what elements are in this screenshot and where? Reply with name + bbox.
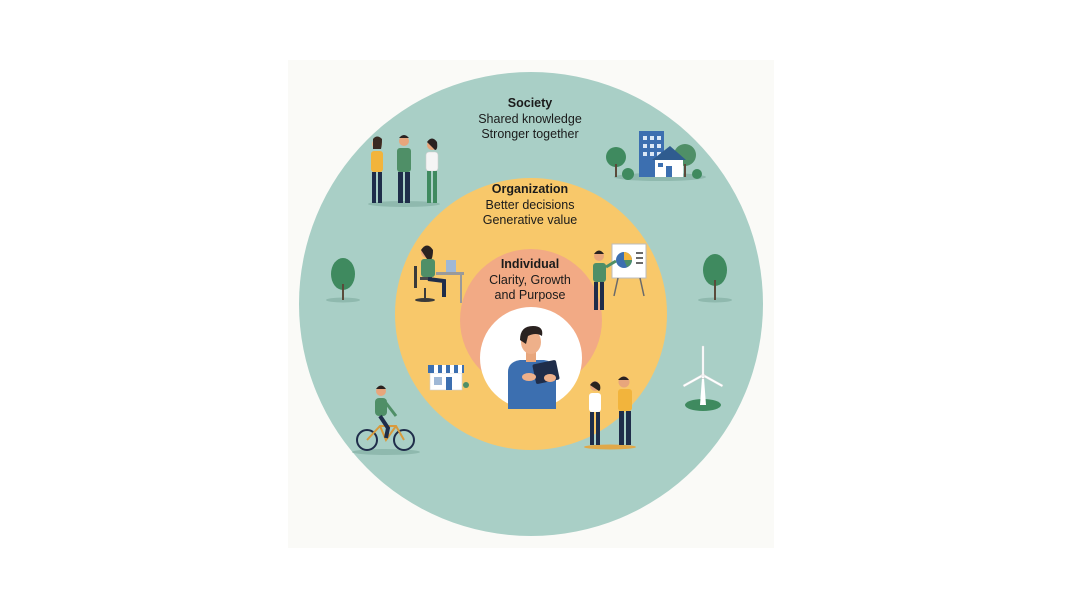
two-people-talking-icon [584, 376, 636, 450]
organization-title: Organization [491, 182, 569, 196]
group-of-people-icon [368, 135, 440, 207]
individual-label: Individual Clarity, Growth and Purpose [410, 257, 650, 304]
individual-line-2: and Purpose [494, 288, 566, 302]
individual-line-1: Clarity, Growth [489, 272, 571, 287]
person-with-tablet-icon [508, 326, 560, 409]
presenter-with-chart-icon [593, 243, 647, 310]
tree-icon [326, 258, 360, 303]
cyclist-icon [352, 385, 420, 455]
city-buildings-icon [606, 131, 706, 181]
society-label: Society Shared knowledge Stronger togeth… [410, 96, 650, 143]
wind-turbine-icon [682, 345, 724, 411]
society-line-1: Shared knowledge [478, 111, 582, 126]
tree-icon [698, 254, 732, 303]
society-title: Society [507, 96, 553, 110]
storefront-icon [428, 365, 469, 391]
organization-line-2: Generative value [482, 213, 578, 227]
woman-at-laptop-icon [414, 245, 464, 303]
organization-label: Organization Better decisions Generative… [410, 182, 650, 229]
concentric-circle-diagram [299, 72, 763, 536]
organization-line-1: Better decisions [485, 197, 575, 212]
individual-title: Individual [500, 257, 560, 271]
society-line-2: Stronger together [481, 127, 579, 141]
